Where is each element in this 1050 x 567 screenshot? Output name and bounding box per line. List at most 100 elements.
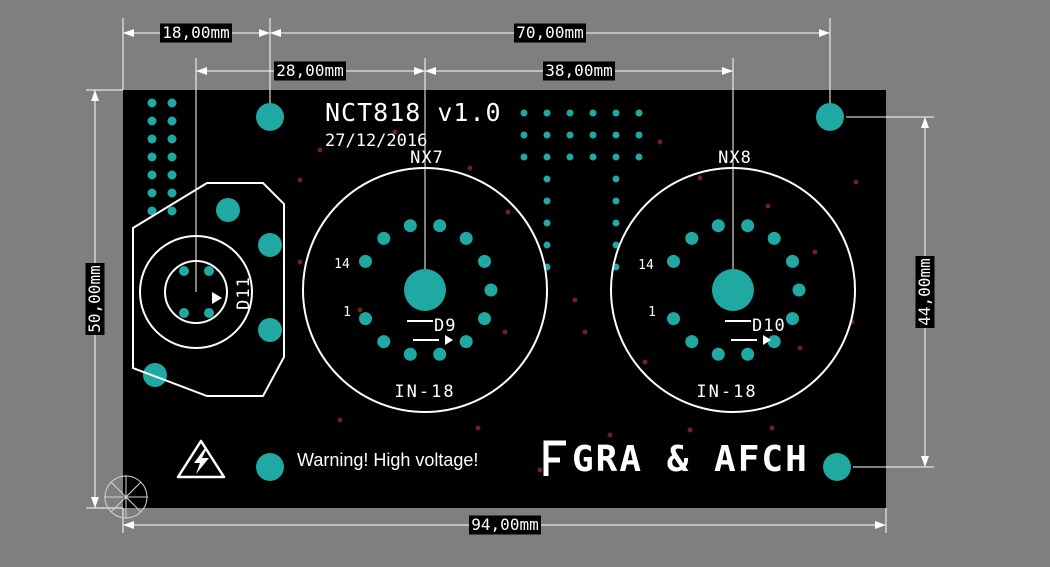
pad (147, 170, 157, 180)
via-dot (687, 427, 693, 433)
pad (258, 233, 282, 257)
dim-label-bg (85, 263, 105, 335)
tube-right-outline (610, 167, 856, 413)
via-dot (812, 249, 818, 255)
pad (143, 363, 167, 387)
tube-left-pin14-label: 14 (334, 257, 350, 272)
pad (147, 188, 157, 198)
lightning-bolt-icon (194, 448, 209, 474)
board-date: 27/12/2016 (325, 131, 427, 151)
dim-arrow (414, 67, 425, 75)
pad (767, 335, 781, 349)
pad (147, 152, 157, 162)
via-dot (297, 177, 303, 183)
via-dot (475, 425, 481, 431)
pad (612, 241, 620, 249)
extension-lines (86, 18, 934, 533)
pad (459, 231, 473, 245)
pad (612, 219, 620, 227)
via-dot (769, 425, 775, 431)
pad (433, 219, 447, 233)
connector-dot-grid (520, 109, 643, 271)
mount-hole-pad (256, 103, 284, 131)
pad (589, 153, 597, 161)
brand-logo-icon (543, 440, 566, 476)
designator-d10: D10 (752, 316, 786, 336)
dimension-labels: 18,00mm 70,00mm 28,00mm 38,00mm 50,00mm … (85, 23, 935, 535)
pad (433, 347, 447, 361)
silkscreen-graphics (132, 167, 856, 479)
via-dot (502, 329, 508, 335)
via-dot (537, 467, 543, 473)
warning-triangle-icon (176, 439, 226, 479)
brand-text: GRA & AFCH (572, 439, 809, 480)
pad (167, 152, 177, 162)
pad (635, 153, 643, 161)
pad (612, 131, 620, 139)
dim-label-44mm-group: 44,00mm (915, 256, 935, 328)
pad (543, 197, 551, 205)
pad (359, 312, 372, 326)
left-pin-columns (147, 98, 177, 216)
pad (767, 231, 781, 245)
pad (204, 308, 214, 318)
dim-arrow (425, 67, 436, 75)
dimension-lines (91, 29, 929, 529)
pad (589, 109, 597, 117)
pad (612, 153, 620, 161)
tube-left-pin1-label: 1 (343, 305, 351, 320)
via-dot (297, 259, 303, 265)
tube-left-outline (302, 167, 548, 413)
pad (741, 347, 755, 361)
dim-label-70mm: 70,00mm (516, 23, 583, 42)
pad (635, 131, 643, 139)
tube-right-type: IN-18 (696, 382, 757, 402)
dim-label-bg (160, 23, 232, 43)
pad (741, 219, 755, 233)
mount-hole-pad (256, 453, 284, 481)
dim-label-38mm: 38,00mm (545, 61, 612, 80)
tube-center-pad (404, 269, 446, 311)
pad (147, 134, 157, 144)
pad (543, 241, 551, 249)
via-dot (317, 147, 323, 153)
tube-left-type: IN-18 (394, 382, 455, 402)
dim-arrow (875, 521, 886, 529)
dim-arrow (819, 29, 830, 37)
dim-arrow (123, 521, 134, 529)
pad (167, 188, 177, 198)
pad (359, 254, 372, 268)
via-dot (607, 432, 613, 438)
pcb-board-outline (123, 90, 886, 508)
pad (792, 283, 806, 297)
pad (566, 153, 574, 161)
board-texts: NCT818 v1.0 27/12/2016 NX7 NX8 D9 D10 D1… (234, 98, 809, 480)
dim-arrow (921, 117, 929, 128)
via-dot (582, 329, 588, 335)
pad (543, 109, 551, 117)
dim-label-94mm: 94,00mm (471, 515, 538, 534)
dim-label-18mm: 18,00mm (162, 23, 229, 42)
via-dot (765, 203, 771, 209)
dim-label-28mm: 28,00mm (276, 61, 343, 80)
pad (520, 109, 528, 117)
pad (377, 231, 391, 245)
dim-label-bg (514, 23, 586, 43)
pad (520, 131, 528, 139)
via-dot (357, 307, 363, 313)
indicator-inner-circle (164, 260, 228, 324)
tube-left-ref: NX7 (410, 148, 444, 168)
pad (711, 347, 725, 361)
warning-text: Warning! High voltage! (297, 450, 478, 470)
tube-right-pin1-label: 1 (648, 305, 656, 320)
pad (167, 170, 177, 180)
pad (520, 153, 528, 161)
origin-diagonal-line (110, 481, 142, 513)
pad (589, 131, 597, 139)
via-dot (467, 165, 473, 171)
via-dot (505, 209, 511, 215)
pad (147, 116, 157, 126)
dim-arrow (270, 29, 281, 37)
pad (478, 254, 491, 268)
